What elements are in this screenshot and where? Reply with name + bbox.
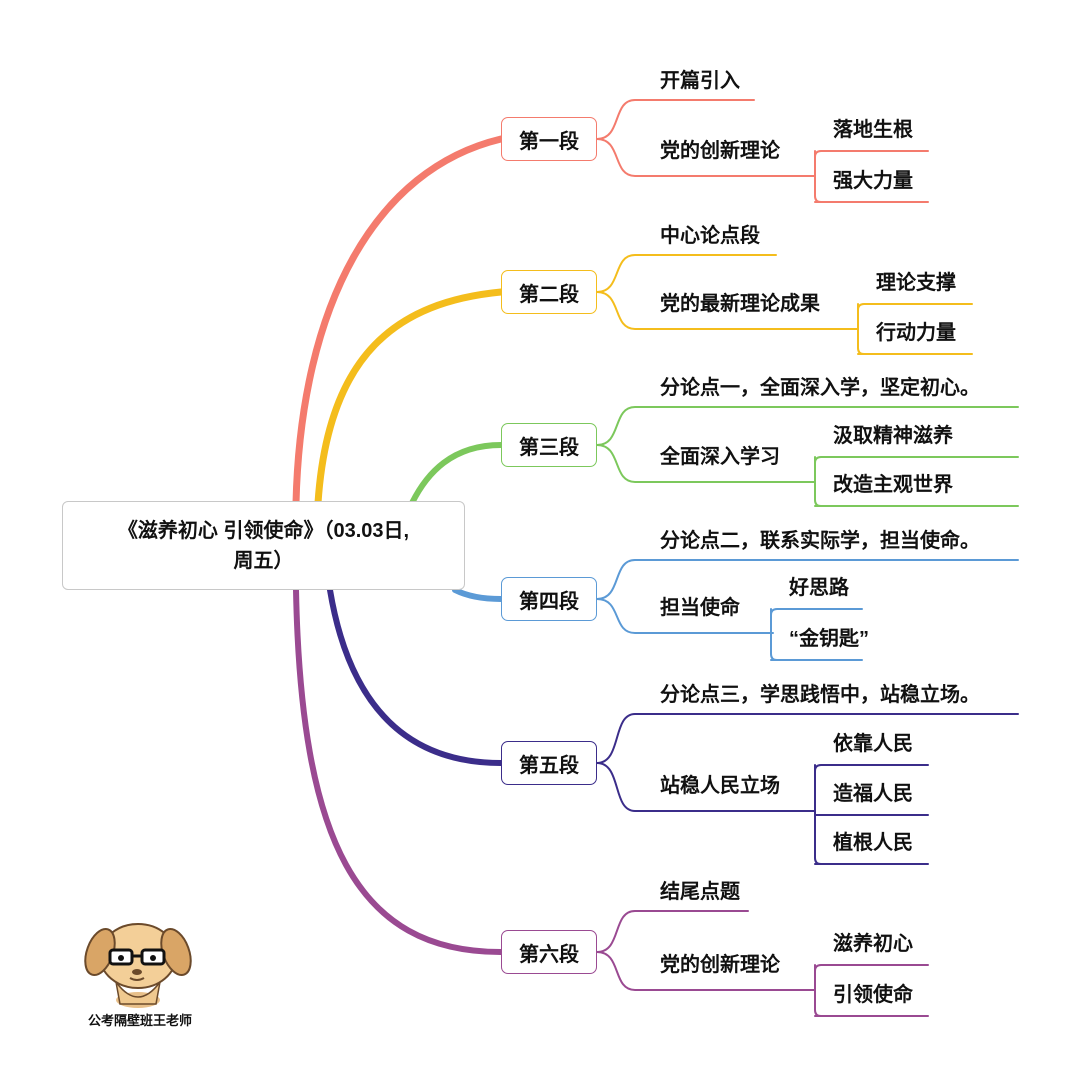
root-topic-line1: 《滋养初心 引领使命》（03.03日, (118, 516, 409, 546)
branch-top-3 (597, 407, 1018, 445)
section-node-2[interactable]: 第二段 (501, 270, 597, 314)
leaf-line-1-1 (815, 151, 928, 157)
sub-label-6[interactable]: 党的创新理论 (660, 952, 780, 978)
root-topic-line2: 周五） (118, 546, 409, 576)
leaf-4-1[interactable]: 好思路 (789, 575, 849, 601)
leaf-line-3-1 (815, 457, 1018, 463)
sub-label-3[interactable]: 全面深入学习 (660, 444, 780, 470)
top-label-2[interactable]: 中心论点段 (660, 223, 760, 249)
leaf-spine-3 (815, 457, 821, 506)
top-label-6[interactable]: 结尾点题 (660, 879, 740, 905)
section-node-3[interactable]: 第三段 (501, 423, 597, 467)
branch-top-2 (597, 255, 776, 292)
main-branch-6 (296, 590, 501, 952)
top-label-4[interactable]: 分论点二，联系实际学，担当使命。 (660, 528, 980, 554)
leaf-1-1[interactable]: 落地生根 (833, 117, 913, 143)
top-label-5[interactable]: 分论点三，学思践悟中，站稳立场。 (660, 682, 980, 708)
branch-top-6 (597, 911, 748, 952)
leaf-4-2[interactable]: “金钥匙” (789, 626, 869, 652)
leaf-2-1[interactable]: 理论支撑 (876, 270, 956, 296)
main-branch-5 (330, 590, 501, 763)
sub-label-5[interactable]: 站稳人民立场 (660, 773, 780, 799)
branch-top-5 (597, 714, 1018, 763)
branch-top-1 (597, 100, 754, 139)
leaf-6-2[interactable]: 引领使命 (833, 982, 913, 1008)
section-node-1[interactable]: 第一段 (501, 117, 597, 161)
top-label-3[interactable]: 分论点一，全面深入学，坚定初心。 (660, 375, 980, 401)
leaf-6-1[interactable]: 滋养初心 (833, 931, 913, 957)
leaf-5-2[interactable]: 造福人民 (833, 781, 913, 807)
watermark-caption: 公考隔壁班王老师 (60, 1010, 220, 1029)
root-topic[interactable]: 《滋养初心 引领使命》（03.03日, 周五） (62, 501, 465, 590)
leaf-line-4-1 (771, 609, 862, 615)
leaf-line-2-1 (858, 304, 972, 310)
leaf-line-5-1 (815, 765, 928, 771)
top-label-1[interactable]: 开篇引入 (660, 68, 740, 94)
dog-teacher-mascot-icon (80, 912, 196, 1008)
leaf-2-2[interactable]: 行动力量 (876, 320, 956, 346)
section-node-5[interactable]: 第五段 (501, 741, 597, 785)
main-branch-3 (412, 445, 501, 503)
leaf-3-2[interactable]: 改造主观世界 (833, 472, 953, 498)
leaf-1-2[interactable]: 强大力量 (833, 168, 913, 194)
section-node-4[interactable]: 第四段 (501, 577, 597, 621)
leaf-spine-2 (858, 304, 864, 354)
leaf-3-1[interactable]: 汲取精神滋养 (833, 423, 953, 449)
leaf-5-3[interactable]: 植根人民 (833, 830, 913, 856)
sub-label-2[interactable]: 党的最新理论成果 (660, 291, 820, 317)
leaf-line-6-1 (815, 965, 928, 971)
leaf-5-1[interactable]: 依靠人民 (833, 731, 913, 757)
main-branch-2 (318, 292, 501, 503)
sub-label-1[interactable]: 党的创新理论 (660, 138, 780, 164)
main-branch-4 (455, 590, 501, 599)
leaf-spine-1 (815, 151, 821, 202)
sub-label-4[interactable]: 担当使命 (660, 595, 740, 621)
section-node-6[interactable]: 第六段 (501, 930, 597, 974)
leaf-spine-6 (815, 965, 821, 1016)
leaf-spine-4 (771, 609, 777, 660)
